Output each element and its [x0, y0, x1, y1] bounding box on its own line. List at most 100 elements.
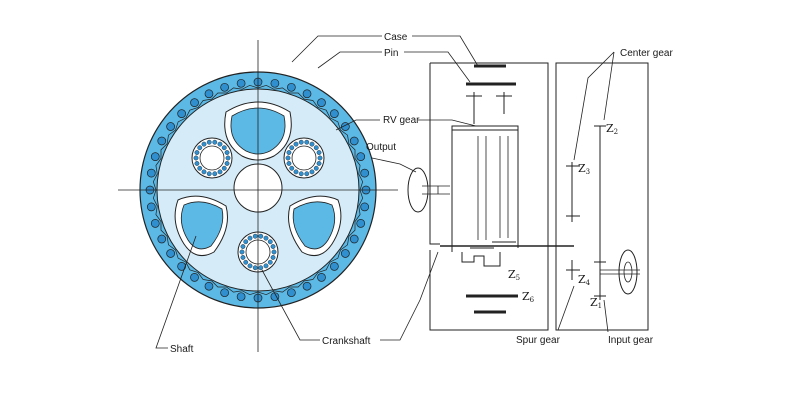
needle-roller	[313, 145, 319, 151]
label-shaft: Shaft	[170, 344, 194, 355]
needle-roller	[212, 171, 218, 177]
needle-roller	[212, 139, 218, 145]
leader-lines	[155, 35, 615, 349]
pin	[150, 219, 160, 228]
needle-roller	[206, 139, 212, 145]
needle-roller	[252, 233, 258, 239]
needle-roller	[286, 150, 292, 155]
needle-roller	[298, 139, 304, 145]
needle-roller	[258, 265, 264, 271]
pin	[349, 136, 359, 146]
needle-roller	[263, 235, 269, 241]
needle-roller	[263, 263, 269, 269]
pin	[330, 109, 339, 118]
needle-roller	[309, 141, 315, 147]
needle-roller	[270, 244, 276, 249]
needle-roller	[221, 165, 227, 171]
crankshaft-bearing	[191, 137, 233, 179]
needle-roller	[289, 145, 295, 151]
needle-roller	[197, 145, 203, 151]
needle-roller	[217, 141, 223, 147]
side-view	[407, 62, 649, 331]
needle-roller	[289, 165, 295, 171]
shaft-window-left	[174, 195, 228, 257]
label-crankshaft: Crankshaft	[322, 336, 371, 347]
label-center-gear: Center gear	[620, 48, 673, 59]
needle-roller	[317, 155, 323, 161]
pin	[177, 262, 186, 271]
pin	[166, 122, 175, 131]
pin	[190, 273, 199, 282]
pin	[146, 202, 156, 212]
needle-roller	[201, 169, 207, 175]
gear-z4: Z4	[578, 273, 591, 287]
needle-roller	[193, 155, 199, 161]
needle-roller	[316, 161, 322, 166]
needle-roller	[286, 161, 292, 166]
needle-roller	[240, 255, 246, 260]
needle-roller	[201, 141, 207, 147]
pin	[270, 78, 280, 88]
crankshaft-bearings	[191, 137, 325, 273]
pin-ring	[145, 77, 371, 303]
pin	[302, 281, 312, 291]
pin	[349, 234, 359, 244]
needle-roller	[309, 169, 315, 175]
needle-roller	[243, 259, 249, 265]
needle-roller	[197, 165, 203, 171]
gear-z1: Z1	[590, 296, 602, 310]
pin	[360, 202, 370, 212]
front-view	[118, 40, 398, 352]
pin	[236, 78, 246, 88]
gear-z3: Z3	[578, 162, 590, 176]
label-output: Output	[366, 142, 396, 153]
needle-roller	[252, 265, 258, 271]
pin	[270, 292, 280, 302]
label-spur-gear: Spur gear	[516, 335, 561, 346]
pin	[356, 152, 366, 161]
pin	[330, 262, 339, 271]
needle-roller	[206, 171, 212, 177]
needle-roller	[293, 141, 299, 147]
pin	[146, 168, 156, 178]
pin	[204, 89, 214, 99]
pin	[236, 292, 246, 302]
pin	[220, 288, 229, 298]
input-flange	[618, 249, 638, 295]
needle-roller	[267, 239, 273, 245]
needle-roller	[225, 155, 231, 161]
needle-roller	[194, 150, 200, 155]
gear-z2: Z2	[606, 122, 618, 136]
needle-roller	[240, 244, 246, 249]
pin	[157, 234, 167, 244]
gear-z6: Z6	[522, 290, 535, 304]
pin	[287, 82, 296, 92]
needle-roller	[271, 249, 277, 255]
needle-roller	[313, 165, 319, 171]
needle-roller	[270, 255, 276, 260]
pin	[356, 219, 366, 228]
needle-roller	[298, 171, 304, 177]
needle-roller	[224, 150, 230, 155]
pin	[150, 152, 160, 161]
needle-roller	[239, 249, 245, 255]
pin	[190, 98, 199, 107]
pin	[317, 273, 326, 282]
needle-roller	[243, 239, 249, 245]
pin	[360, 168, 370, 178]
needle-roller	[247, 235, 253, 241]
output-flange	[407, 167, 429, 213]
label-pin: Pin	[384, 48, 398, 59]
pin	[220, 82, 229, 92]
needle-roller	[316, 150, 322, 155]
needle-roller	[224, 161, 230, 166]
pin	[341, 249, 350, 258]
crankshaft-bearing	[237, 231, 279, 273]
needle-roller	[217, 169, 223, 175]
needle-roller	[267, 259, 273, 265]
needle-roller	[247, 263, 253, 269]
needle-roller	[304, 171, 310, 177]
label-case: Case	[384, 32, 408, 43]
shaft-window-right	[288, 195, 342, 257]
